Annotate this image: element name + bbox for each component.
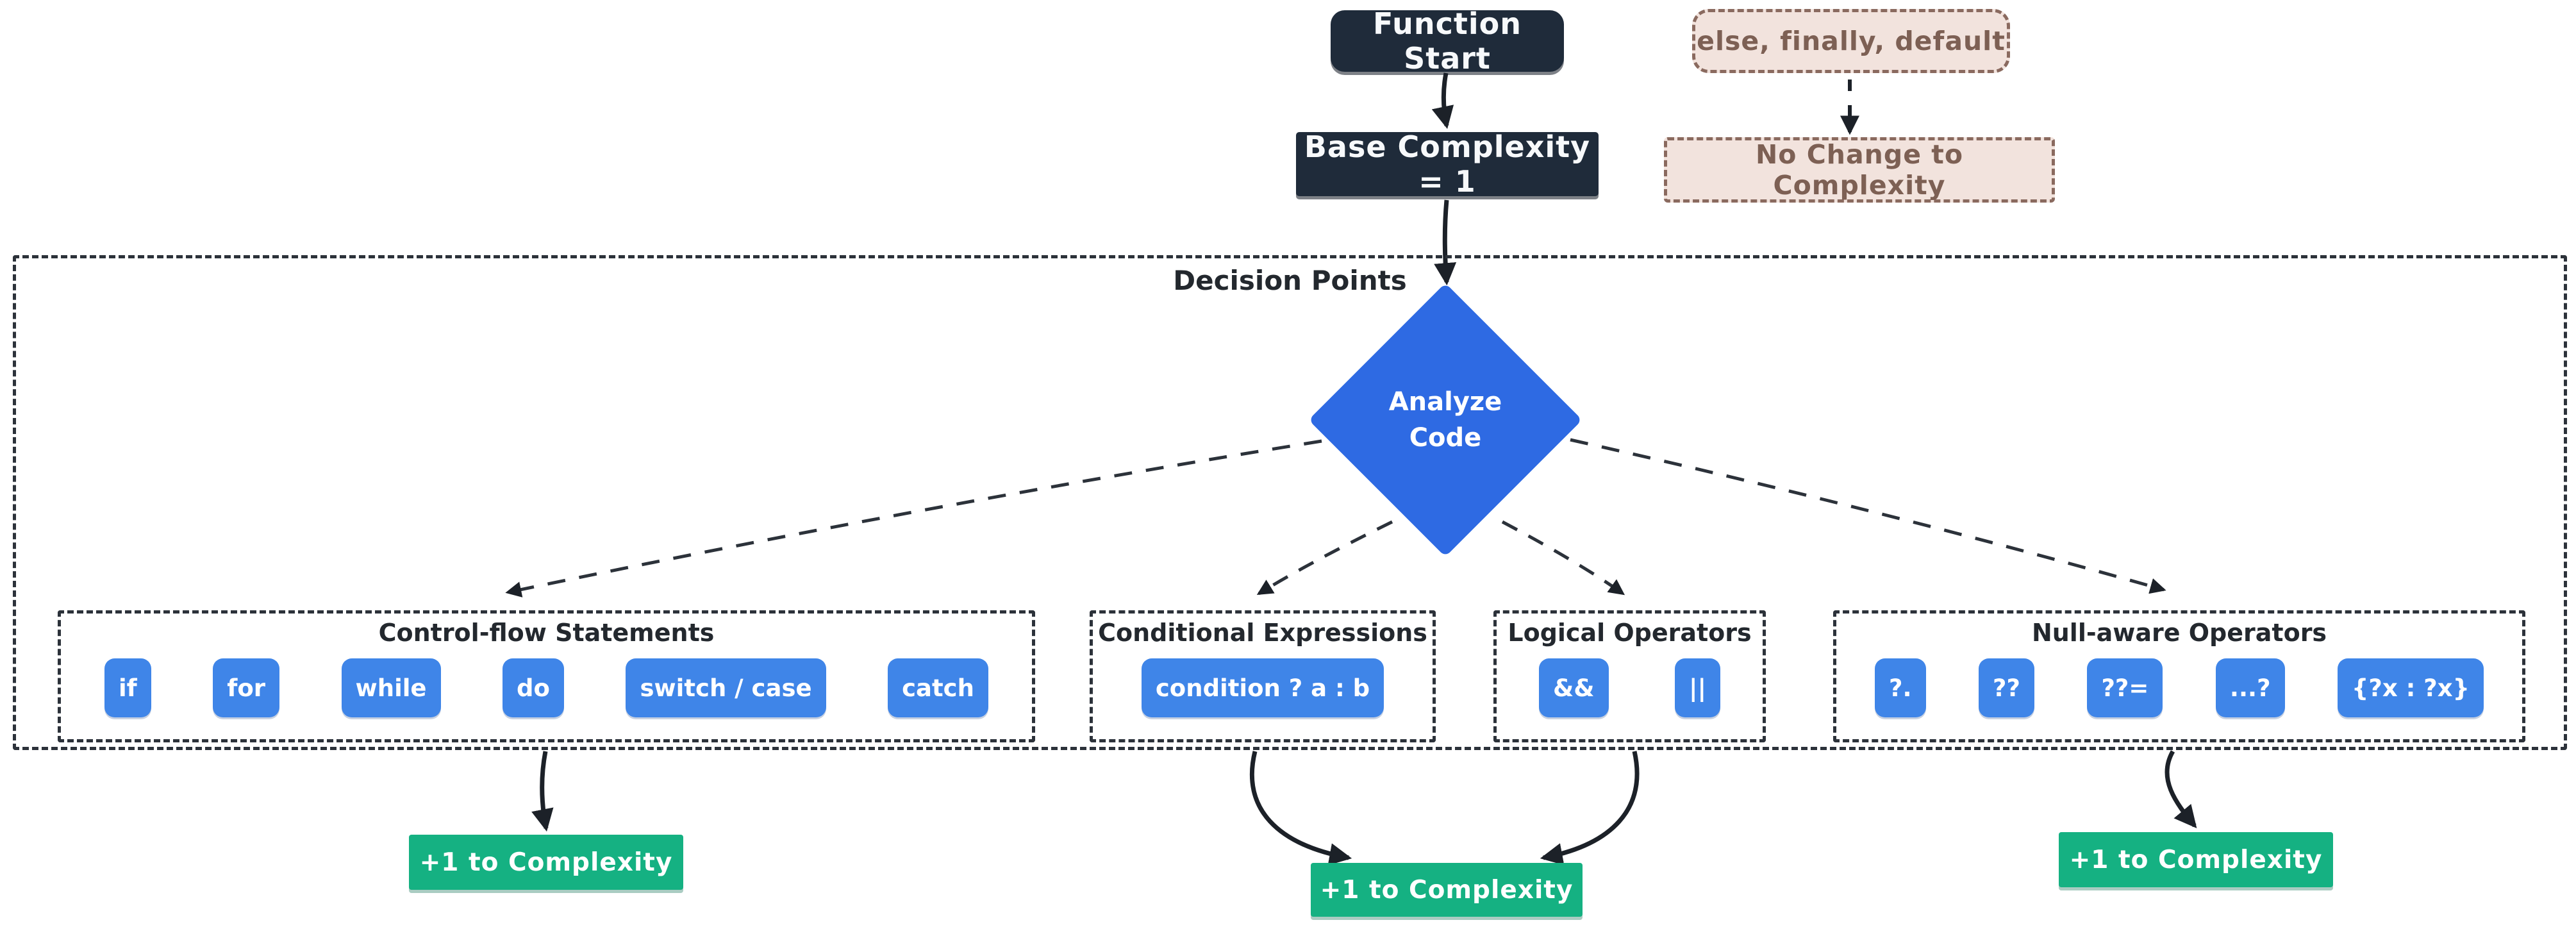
chip-if: if [104, 658, 151, 717]
chip-null-access: ?. [1875, 658, 1926, 717]
chip-for: for [213, 658, 280, 717]
group-conditional-expressions: Conditional Expressions condition ? a : … [1090, 610, 1436, 742]
group-logical-title: Logical Operators [1508, 619, 1752, 647]
plus-one-complexity-middle: +1 to Complexity [1311, 863, 1583, 917]
logical-chip-row: && || [1497, 657, 1763, 719]
group-null-aware-operators: Null-aware Operators ?. ?? ??= ...? {?x … [1833, 610, 2525, 742]
plus-one-label-left: +1 to Complexity [419, 848, 673, 877]
group-control-flow-title: Control-flow Statements [378, 619, 715, 647]
chip-while: while [341, 658, 441, 717]
plus-one-label-right: +1 to Complexity [2069, 845, 2323, 874]
chip-null-collection: {?x : ?x} [2338, 658, 2484, 717]
chip-and: && [1539, 658, 1609, 717]
chip-catch: catch [888, 658, 988, 717]
conditional-chip-row: condition ? a : b [1093, 657, 1433, 719]
function-start-label: Function Start [1372, 6, 1522, 76]
else-finally-default-label: else, finally, default [1697, 26, 2006, 56]
analyze-code-label: Analyze Code [1388, 387, 1502, 453]
chip-or: || [1674, 658, 1720, 717]
function-start-node: Function Start [1331, 6, 1564, 76]
base-complexity-label: Base Complexity = 1 [1304, 129, 1591, 199]
chip-do: do [503, 658, 564, 717]
plus-one-label-middle: +1 to Complexity [1320, 875, 1574, 905]
base-complexity-node: Base Complexity = 1 [1296, 129, 1599, 199]
plus-one-complexity-left: +1 to Complexity [409, 835, 683, 890]
group-control-flow-statements: Control-flow Statements if for while do … [58, 610, 1035, 742]
no-change-node: No Change to Complexity [1664, 137, 2055, 203]
no-change-label: No Change to Complexity [1755, 139, 1964, 201]
chip-ternary: condition ? a : b [1141, 658, 1384, 717]
chip-null-coalesce: ?? [1979, 658, 2034, 717]
decision-points-container: Decision Points [13, 255, 2567, 750]
chip-switch-case: switch / case [626, 658, 826, 717]
group-null-aware-title: Null-aware Operators [2031, 619, 2327, 647]
chip-null-assign: ??= [2087, 658, 2163, 717]
group-logical-operators: Logical Operators && || [1493, 610, 1766, 742]
chip-null-spread: ...? [2215, 658, 2285, 717]
decision-points-label: Decision Points [1173, 265, 1407, 296]
group-conditional-title: Conditional Expressions [1098, 619, 1427, 647]
null-aware-chip-row: ?. ?? ??= ...? {?x : ?x} [1836, 657, 2522, 719]
control-flow-chip-row: if for while do switch / case catch [61, 657, 1032, 719]
else-finally-default-node: else, finally, default [1692, 9, 2010, 73]
plus-one-complexity-right: +1 to Complexity [2059, 832, 2333, 887]
